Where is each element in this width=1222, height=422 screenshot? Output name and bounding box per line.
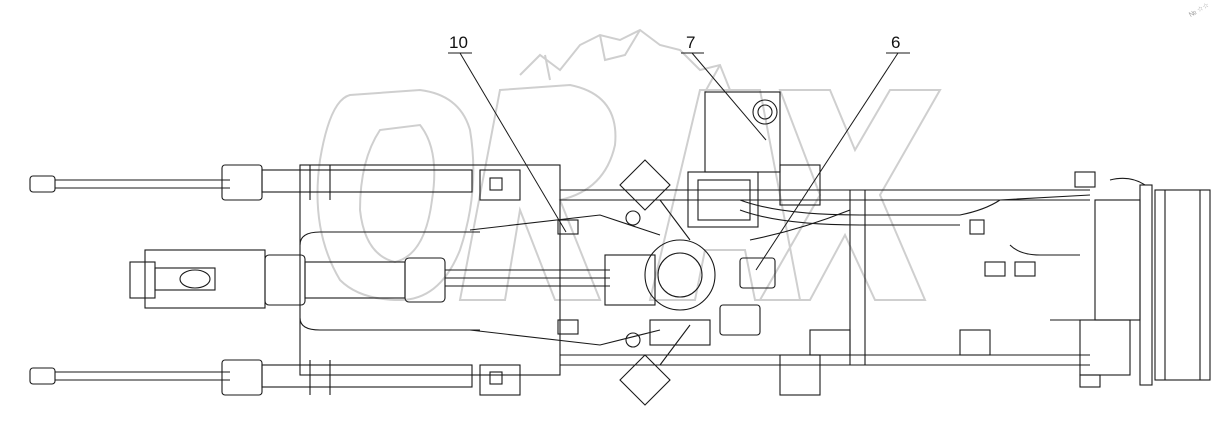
outrigger-top [29,164,521,201]
leader-7 [691,52,767,141]
callout-leaders [448,52,910,271]
frame-rails [299,164,1090,396]
watermark-letter-r [458,83,617,301]
watermark-gear [519,28,731,91]
machine-outline [29,91,1211,406]
callout-7: 7 [686,33,696,52]
leader-10 [459,52,567,233]
watermark-letter-a [648,89,802,301]
hydraulic-tank [687,91,781,228]
callout-10: 10 [449,33,468,52]
watermark-letter-o [316,88,475,302]
pipe-fittings [489,177,1036,385]
radiator [1074,171,1211,388]
leader-6 [755,52,899,271]
pump-assembly [604,210,776,348]
watermark-letter-x [758,89,942,301]
main-cylinder [129,249,610,309]
outrigger-pads [619,159,691,406]
callout-6: 6 [891,33,901,52]
hydraulic-lines [299,177,1146,346]
outrigger-bottom [29,359,521,396]
